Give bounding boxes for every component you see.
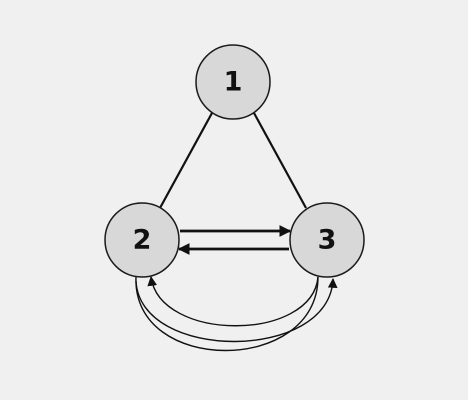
- edge-2-to-3-curved: [135, 278, 338, 343]
- node-3-label: 3: [318, 225, 337, 256]
- edge-1-3: [253, 112, 307, 209]
- edge-3-to-2-curved-outer: [135, 276, 319, 352]
- node-3: 3: [289, 202, 365, 278]
- node-2: 2: [104, 202, 180, 278]
- node-1: 1: [195, 44, 271, 120]
- node-1-label: 1: [224, 67, 243, 98]
- edge-3-to-2-curved-inner: [147, 276, 319, 327]
- node-2-label: 2: [133, 225, 152, 256]
- edge-1-2: [159, 112, 213, 209]
